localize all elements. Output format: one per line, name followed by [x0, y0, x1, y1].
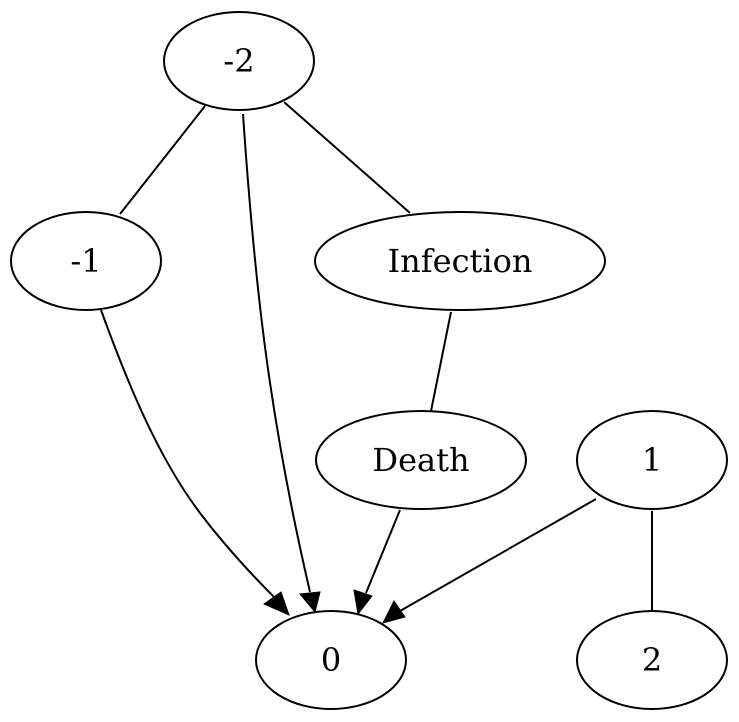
arrowhead-m1-0 — [262, 591, 290, 616]
node-2: 2 — [576, 610, 728, 710]
node-death: Death — [315, 410, 527, 510]
node-label: Infection — [388, 242, 533, 280]
arrowhead-1-0 — [382, 600, 406, 624]
node-minus-2: -2 — [163, 11, 315, 111]
node-label: -1 — [70, 242, 101, 280]
edges — [100, 101, 653, 624]
edge-m2-infection — [283, 101, 411, 214]
node-minus-1: -1 — [10, 211, 162, 311]
edge-m2-m1 — [119, 105, 206, 215]
edge-infection-death — [430, 311, 452, 412]
node-label: 1 — [642, 441, 662, 479]
edge-1-0 — [399, 498, 597, 612]
node-label: -2 — [223, 42, 254, 80]
node-label: 2 — [642, 641, 662, 679]
nodes: -2 -1 Infection Death 1 0 2 — [10, 11, 728, 710]
node-label: 0 — [321, 641, 341, 679]
node-label: Death — [372, 441, 469, 479]
arrowhead-m2-0 — [299, 591, 321, 614]
edge-death-0 — [365, 509, 401, 594]
edge-m1-0 — [100, 309, 276, 599]
arrowhead-death-0 — [353, 589, 373, 616]
edge-m2-0 — [242, 113, 311, 593]
node-1: 1 — [576, 410, 728, 510]
node-infection: Infection — [314, 211, 606, 311]
node-0: 0 — [255, 610, 407, 710]
